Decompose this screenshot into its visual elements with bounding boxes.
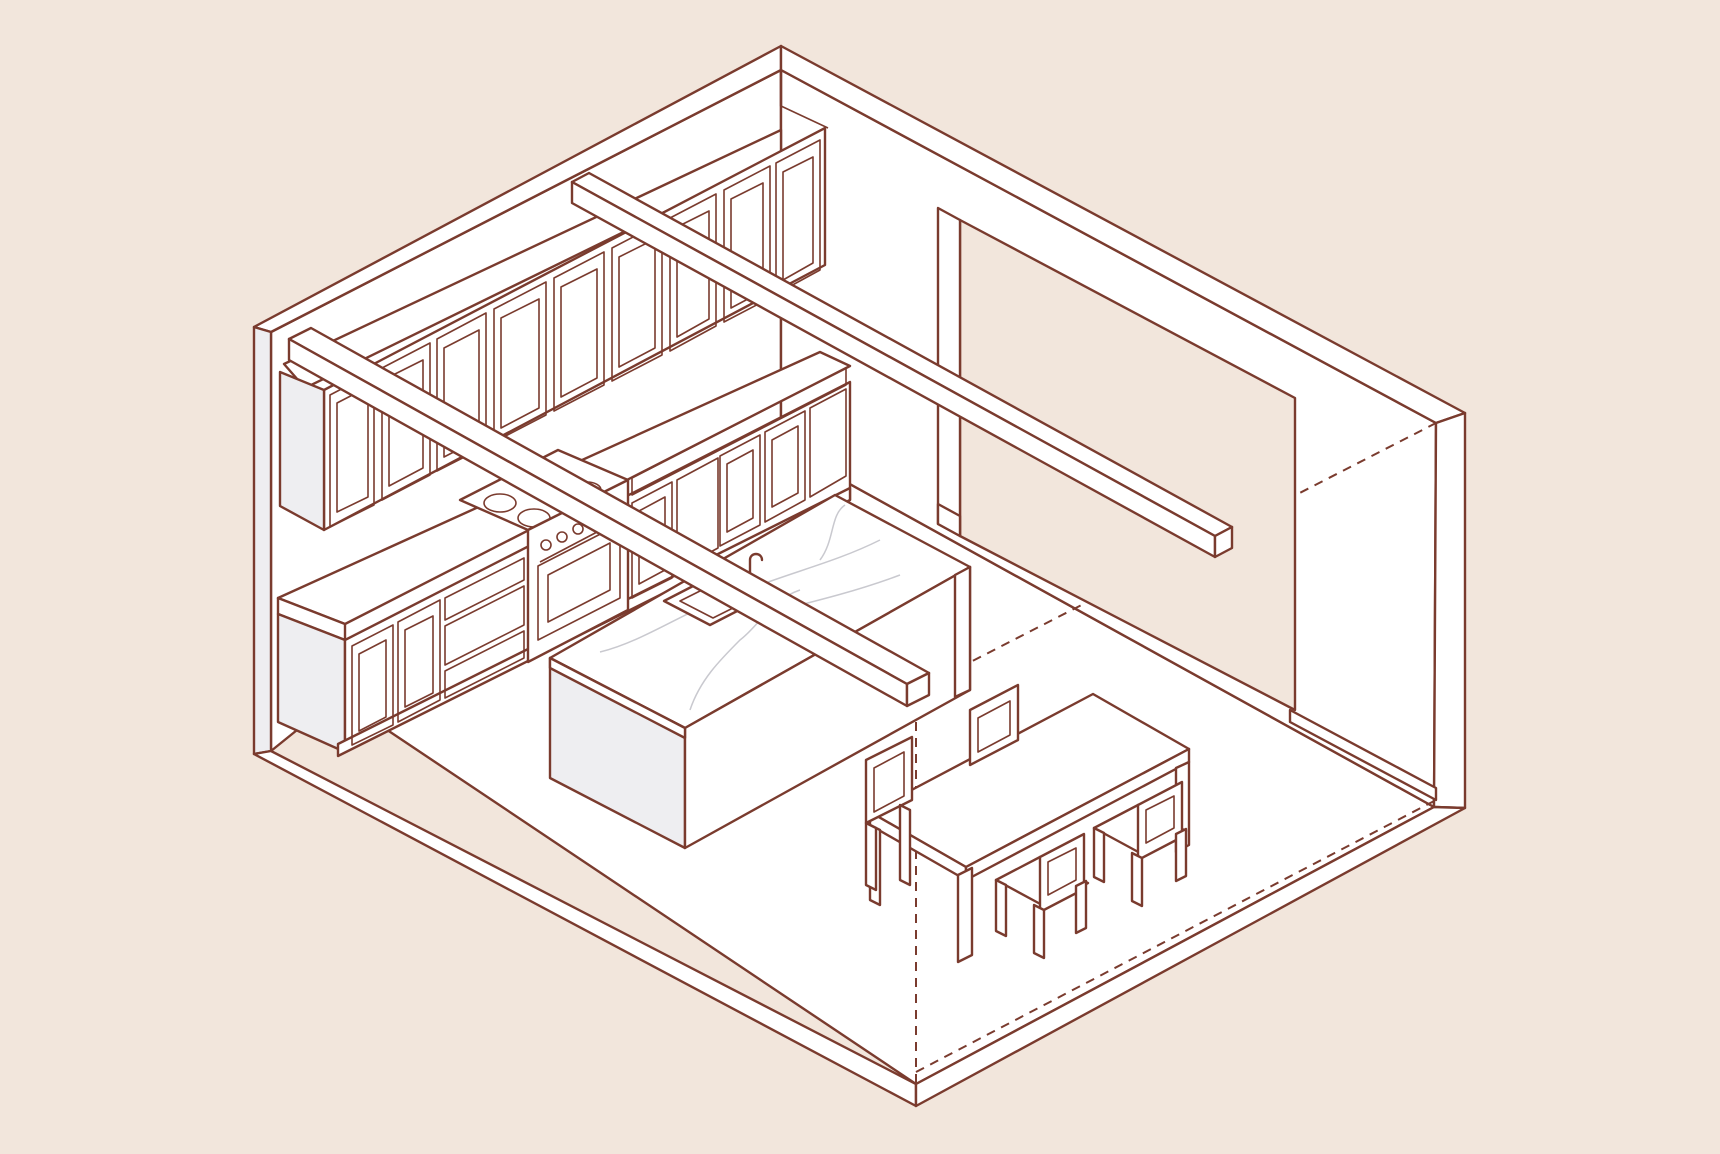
- dining-chair: [1092, 780, 1188, 908]
- range-knobs: [540, 523, 584, 551]
- dining-chair: [994, 832, 1090, 960]
- hidden-line-floor: [915, 799, 1437, 1073]
- dining-chair: [864, 735, 914, 892]
- drawer: [444, 585, 525, 666]
- right-wall-section: [1432, 411, 1467, 810]
- rear-beam-end: [1213, 525, 1234, 559]
- front-beam-end: [905, 671, 931, 708]
- left-wall-section: [252, 325, 273, 756]
- knob: [556, 531, 568, 543]
- upper-cabinet-door: [493, 281, 547, 443]
- base-cabinet-doors: [351, 367, 847, 746]
- oven-door: [537, 523, 621, 641]
- drawer: [444, 557, 525, 621]
- base-cabinet-door: [351, 624, 394, 746]
- upper-cabinet-door: [553, 251, 605, 412]
- drawer-row: [631, 367, 847, 496]
- right-baseboard: [1288, 708, 1438, 802]
- base-cabinet-door: [719, 434, 761, 547]
- dining-chair: [968, 683, 1020, 767]
- upper-cabinet-door: [775, 139, 821, 295]
- island-top-edge: [548, 656, 687, 740]
- table-leg: [956, 866, 974, 964]
- knob: [540, 539, 552, 551]
- upper-cabinet-end: [278, 370, 326, 532]
- floor-slab-right: [914, 805, 1467, 1108]
- door-baseboard-left: [936, 502, 962, 538]
- upper-cabinet-door: [669, 193, 717, 352]
- faucet: [748, 552, 764, 577]
- knob: [572, 523, 584, 535]
- burner: [483, 493, 517, 513]
- base-cabinet-door: [809, 388, 847, 498]
- inner-top-line: [780, 105, 829, 129]
- drawer: [444, 630, 525, 699]
- oven-window: [547, 542, 611, 623]
- base-cabinet-door: [631, 481, 673, 599]
- base-cabinet-door: [764, 410, 806, 523]
- base-cabinet-door: [397, 599, 441, 723]
- upper-cabinet-door: [381, 342, 431, 501]
- island-waterfall-end: [953, 565, 972, 699]
